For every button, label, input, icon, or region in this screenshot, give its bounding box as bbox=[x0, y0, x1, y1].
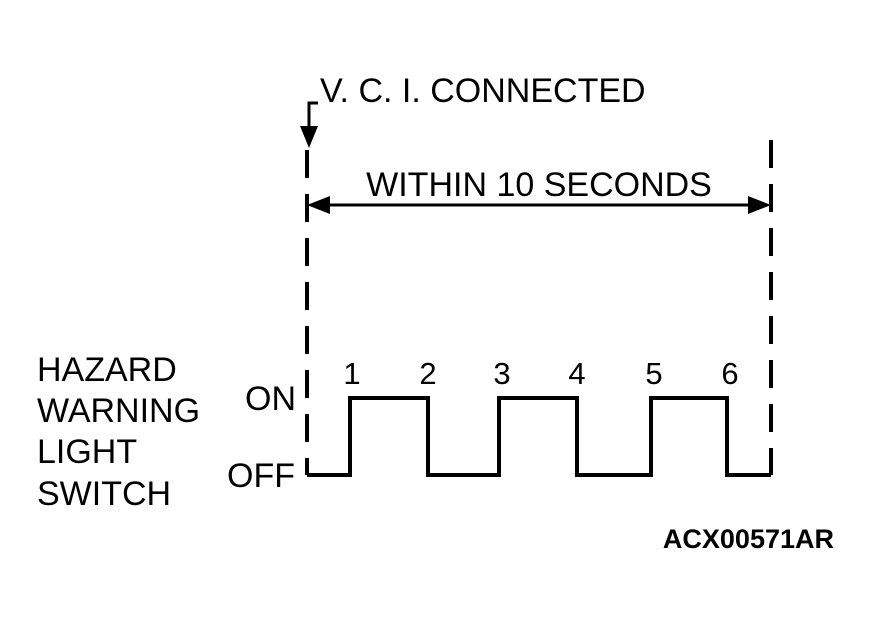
event-pointer-arrowhead bbox=[300, 126, 318, 148]
interval-arrowhead-left bbox=[307, 196, 330, 214]
signal-name-line-4: SWITCH bbox=[37, 475, 171, 513]
signal-name-line-1: HAZARD bbox=[37, 351, 177, 389]
figure-code: ACX00571AR bbox=[663, 524, 834, 554]
edge-number-5: 5 bbox=[645, 356, 662, 391]
edge-number-4: 4 bbox=[568, 356, 585, 391]
event-label: V. C. I. CONNECTED bbox=[320, 72, 646, 110]
signal-name-line-3: LIGHT bbox=[37, 433, 137, 471]
state-off-label: OFF bbox=[227, 457, 295, 495]
edge-number-6: 6 bbox=[721, 356, 738, 391]
switch-waveform bbox=[307, 396, 771, 477]
event-pointer-line bbox=[307, 101, 318, 132]
edge-number-1: 1 bbox=[343, 356, 360, 391]
edge-number-2: 2 bbox=[419, 356, 436, 391]
interval-arrowhead-right bbox=[748, 196, 771, 214]
interval-label: WITHIN 10 SECONDS bbox=[366, 166, 712, 204]
state-on-label: ON bbox=[245, 380, 296, 418]
edge-number-3: 3 bbox=[493, 356, 510, 391]
signal-name-line-2: WARNING bbox=[37, 392, 200, 430]
